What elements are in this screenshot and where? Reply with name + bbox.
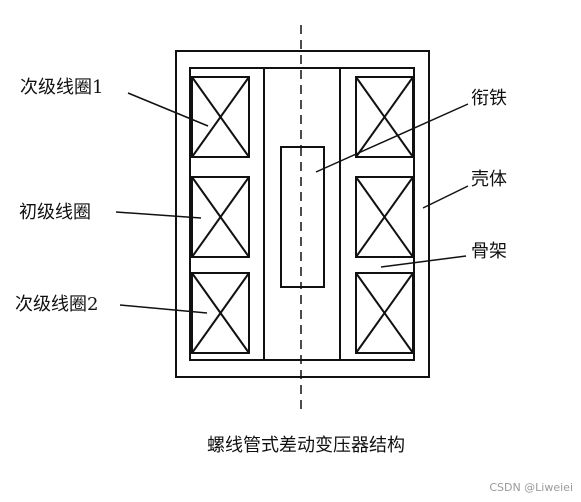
coil-right-bottom	[355, 272, 414, 354]
label-secondary-coil-1: 次级线圈1	[20, 77, 103, 98]
leader-armature	[315, 103, 469, 173]
label-armature: 衔铁	[471, 88, 507, 109]
diagram-caption: 螺线管式差动变压器结构	[207, 435, 405, 456]
label-secondary-coil-2: 次级线圈2	[15, 294, 98, 315]
label-bobbin: 骨架	[471, 241, 507, 262]
coil-left-top	[191, 76, 250, 158]
watermark: CSDN @Liweiei	[489, 481, 573, 494]
coil-right-middle	[355, 176, 414, 258]
armature-core	[280, 146, 325, 288]
coil-left-bottom	[191, 272, 250, 354]
label-shell: 壳体	[471, 169, 507, 190]
leader-secondary-coil-1	[127, 92, 209, 127]
leader-secondary-coil-2	[119, 304, 208, 314]
leader-primary-coil	[115, 211, 202, 219]
shell-outer	[175, 50, 430, 378]
coil-left-middle	[191, 176, 250, 258]
label-primary-coil: 初级线圈	[19, 202, 91, 223]
leader-shell	[422, 185, 469, 209]
coil-right-top	[355, 76, 414, 158]
leader-bobbin	[380, 255, 467, 268]
